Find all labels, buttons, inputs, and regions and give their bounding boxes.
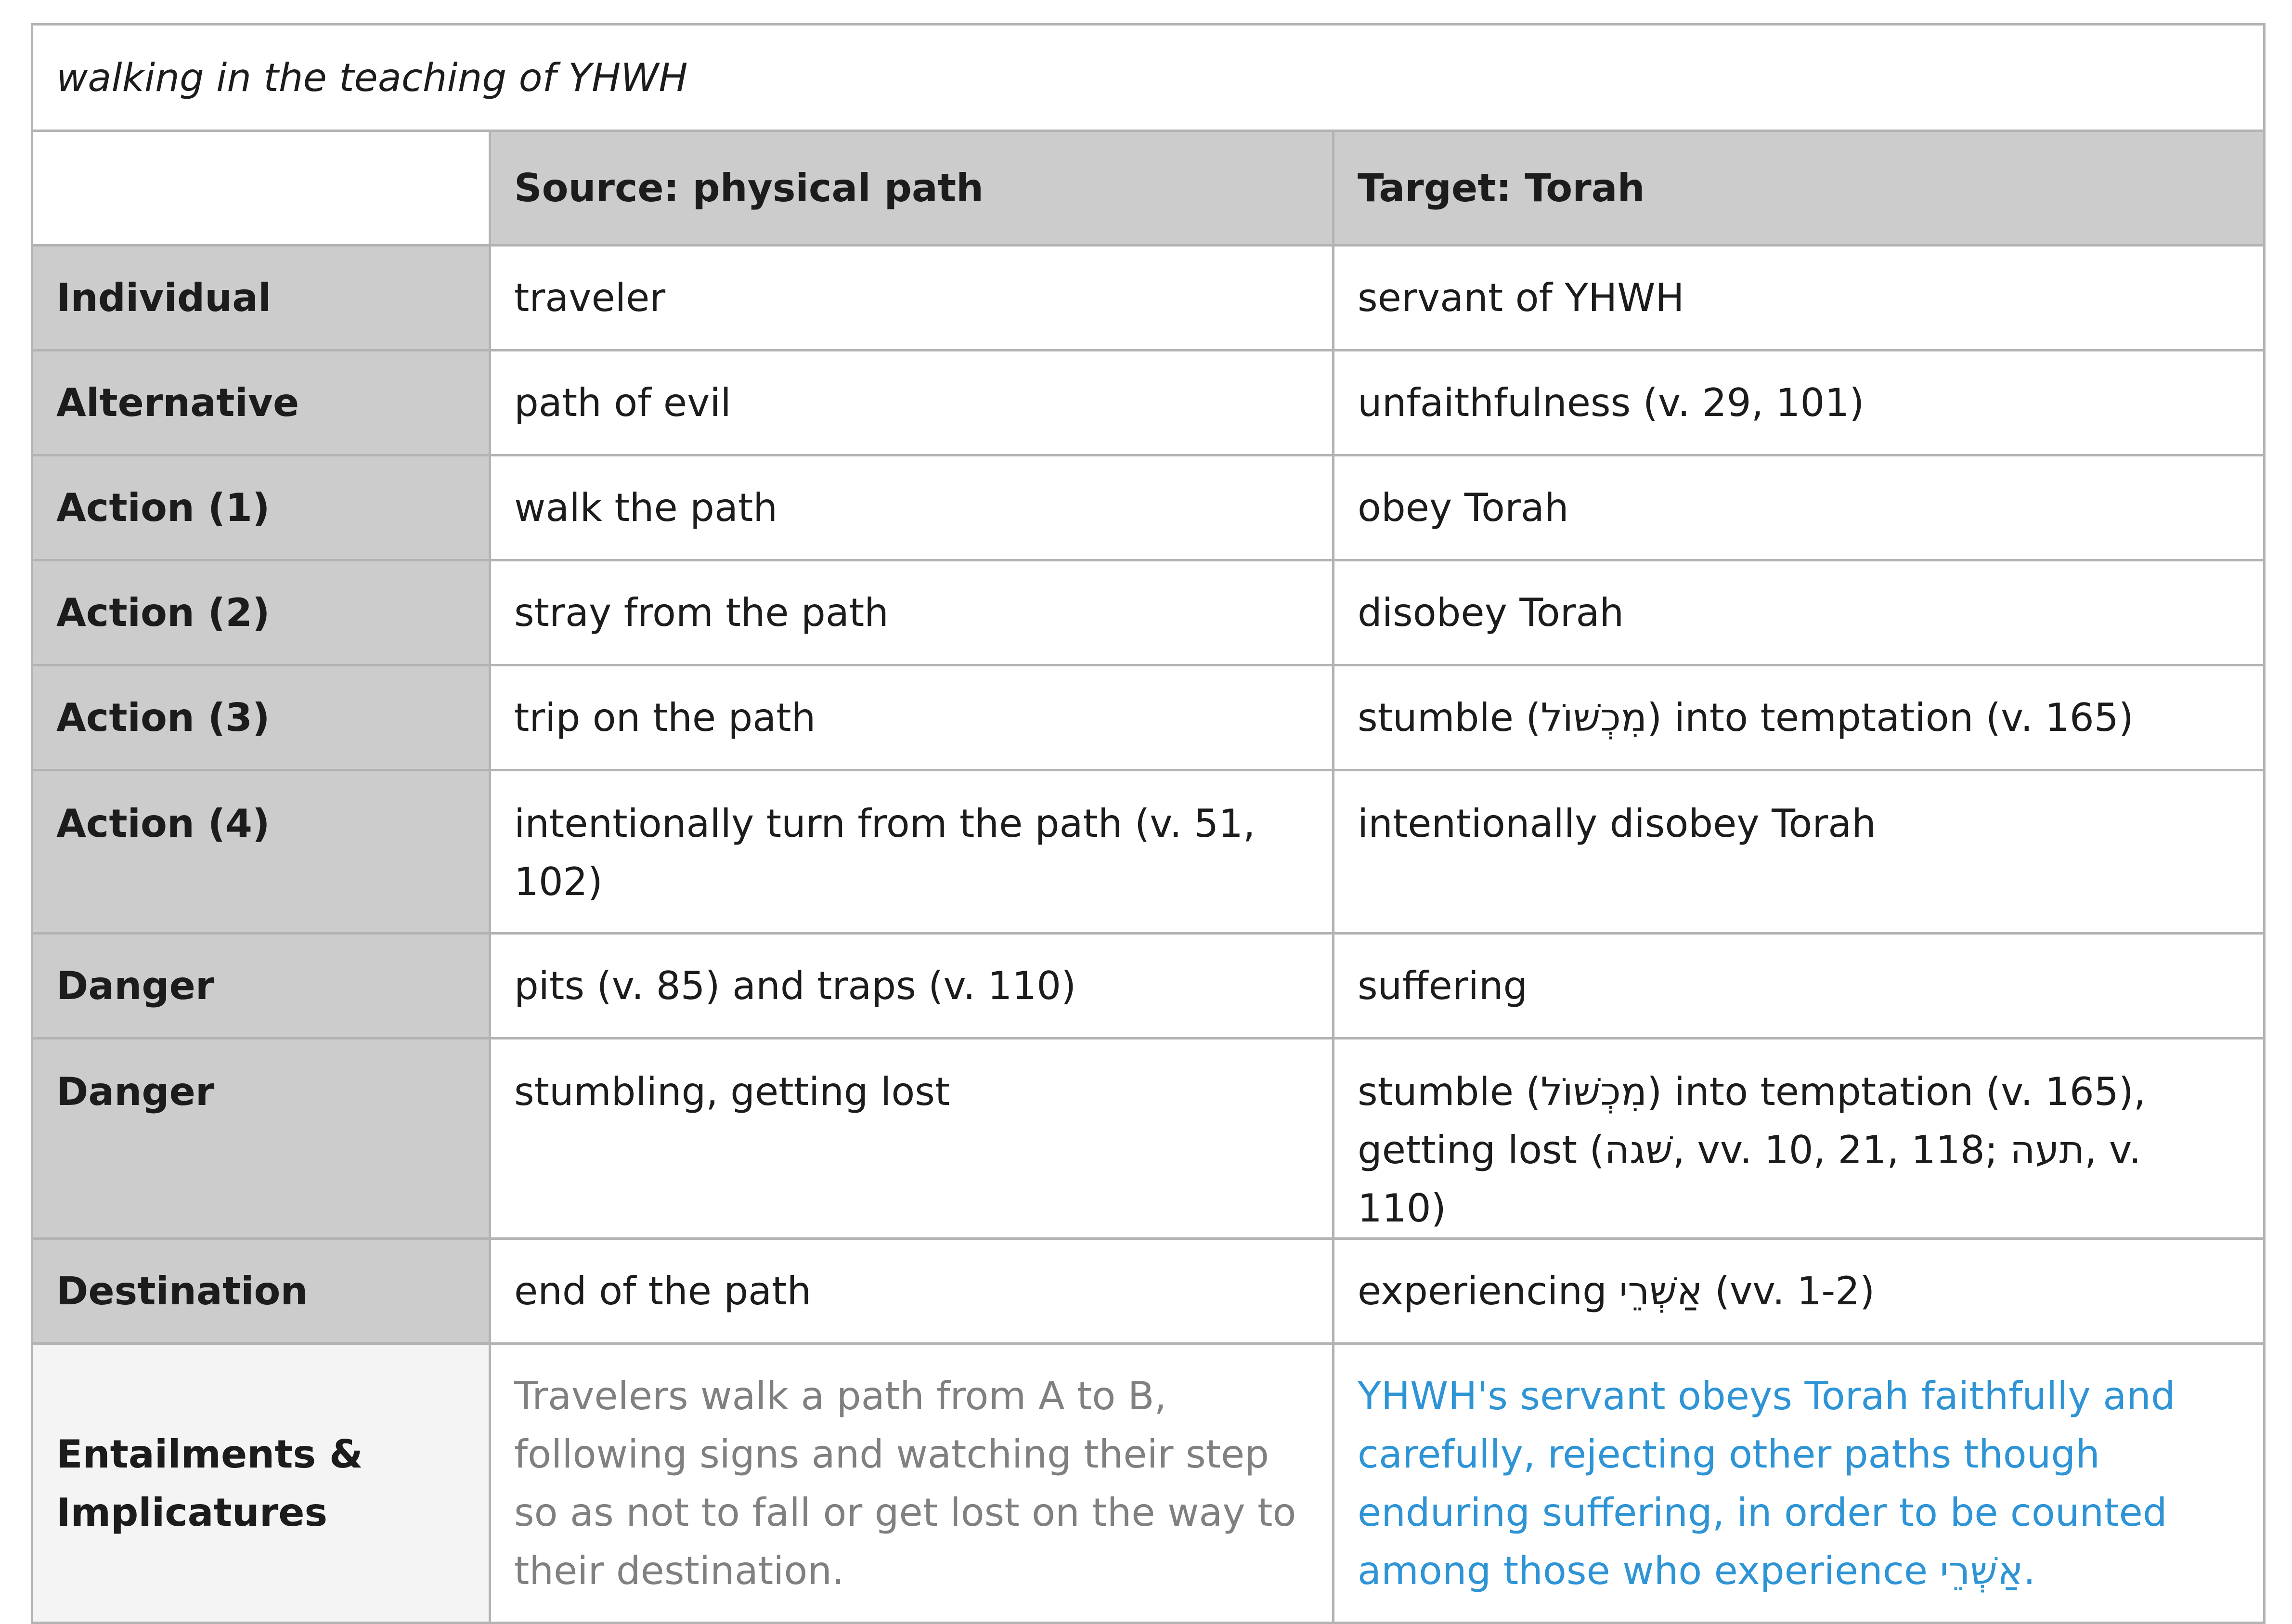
row-label: Alternative xyxy=(31,349,491,456)
header-source: Source: physical path xyxy=(489,130,1334,247)
source-cell: end of the path xyxy=(489,1237,1334,1345)
target-cell: servant of YHWH xyxy=(1332,244,2266,351)
source-cell: stumbling, getting lost xyxy=(489,1037,1334,1240)
target-cell: stumble (מִכְשׁוֹל) into temptation (v. … xyxy=(1332,664,2266,771)
source-cell: trip on the path xyxy=(489,664,1334,771)
header-target: Target: Torah xyxy=(1332,130,2266,247)
target-cell: suffering xyxy=(1332,932,2266,1039)
row-label: Danger xyxy=(31,1037,491,1240)
table-row: Action (1) walk the path obey Torah xyxy=(31,454,2266,561)
target-cell: disobey Torah xyxy=(1332,559,2266,666)
target-cell: experiencing אַשְׁרֵי (vv. 1-2) xyxy=(1332,1237,2266,1345)
table-row: Action (3) trip on the path stumble (מִכ… xyxy=(31,664,2266,771)
header-row: Source: physical path Target: Torah xyxy=(31,130,2266,247)
source-cell: path of evil xyxy=(489,349,1334,456)
table-caption: walking in the teaching of YHWH xyxy=(31,23,2266,132)
table-row: Action (4) intentionally turn from the p… xyxy=(31,769,2266,935)
source-entailment-cell: Travelers walk a path from A to B, follo… xyxy=(489,1342,1334,1624)
table-row: Danger pits (v. 85) and traps (v. 110) s… xyxy=(31,932,2266,1039)
row-label: Entailments & Implicatures xyxy=(31,1342,491,1624)
target-cell: intentionally disobey Torah xyxy=(1332,769,2266,935)
metaphor-mapping-table: walking in the teaching of YHWH Source: … xyxy=(31,23,2266,1624)
caption-row: walking in the teaching of YHWH xyxy=(31,23,2266,132)
row-label: Danger xyxy=(31,932,491,1039)
table-row: Danger stumbling, getting lost stumble (… xyxy=(31,1037,2266,1240)
row-label: Action (4) xyxy=(31,769,491,935)
row-label: Individual xyxy=(31,244,491,351)
table-row: Action (2) stray from the path disobey T… xyxy=(31,559,2266,666)
target-entailment-cell: YHWH's servant obeys Torah faithfully an… xyxy=(1332,1342,2266,1624)
header-blank xyxy=(31,130,491,247)
table-row: Destination end of the path experiencing… xyxy=(31,1237,2266,1345)
source-cell: pits (v. 85) and traps (v. 110) xyxy=(489,932,1334,1039)
table-row: Alternative path of evil unfaithfulness … xyxy=(31,349,2266,456)
metaphor-table-container: walking in the teaching of YHWH Source: … xyxy=(31,23,2266,1624)
row-label: Action (3) xyxy=(31,664,491,771)
source-cell: intentionally turn from the path (v. 51,… xyxy=(489,769,1334,935)
source-cell: walk the path xyxy=(489,454,1334,561)
target-cell: unfaithfulness (v. 29, 101) xyxy=(1332,349,2266,456)
target-cell: obey Torah xyxy=(1332,454,2266,561)
source-cell: stray from the path xyxy=(489,559,1334,666)
table-row: Entailments & Implicatures Travelers wal… xyxy=(31,1342,2266,1624)
row-label: Action (2) xyxy=(31,559,491,666)
row-label: Action (1) xyxy=(31,454,491,561)
row-label: Destination xyxy=(31,1237,491,1345)
table-row: Individual traveler servant of YHWH xyxy=(31,244,2266,351)
source-cell: traveler xyxy=(489,244,1334,351)
target-cell: stumble (מִכְשׁוֹל) into temptation (v. … xyxy=(1332,1037,2266,1240)
